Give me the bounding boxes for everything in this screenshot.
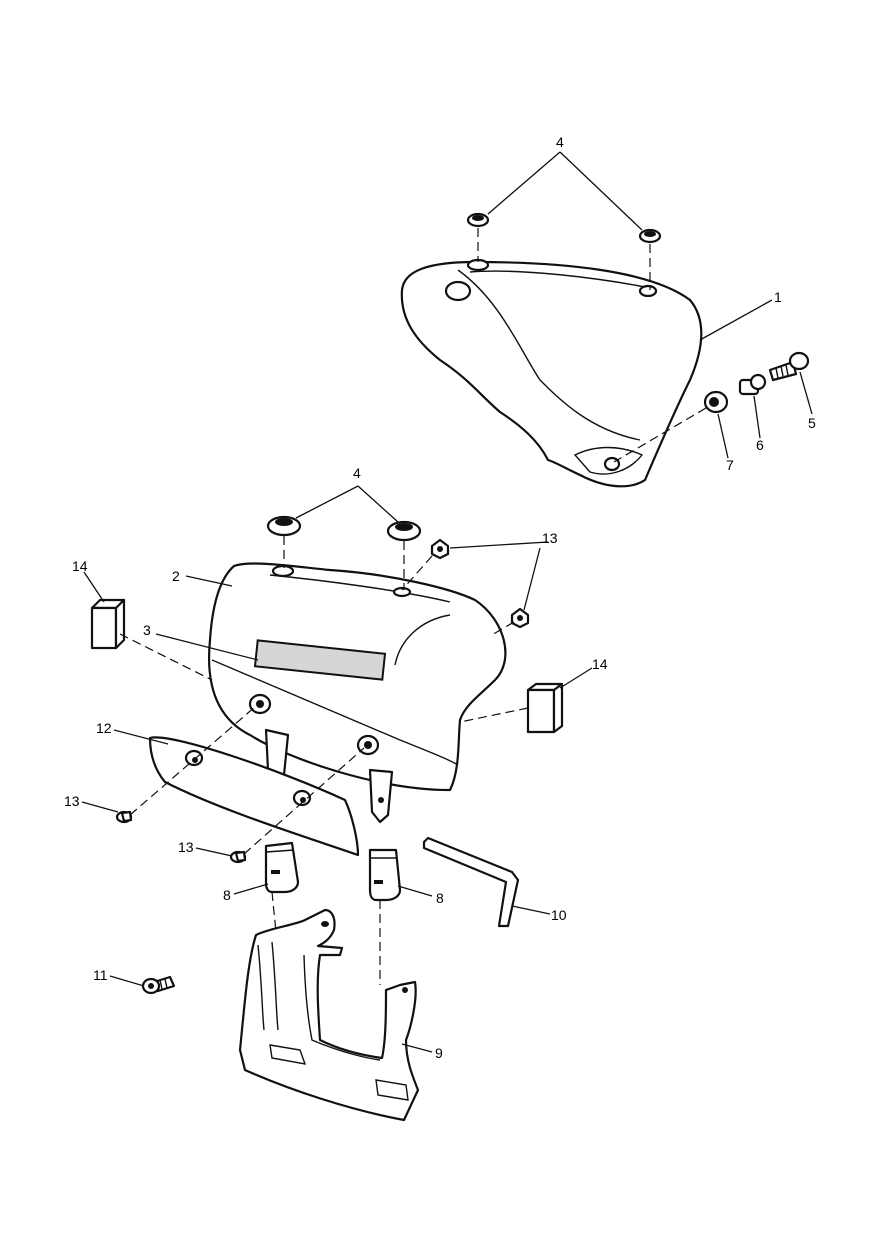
callout-11: 11 xyxy=(93,967,108,983)
assembly-lines xyxy=(119,228,707,985)
side-panel-upper xyxy=(400,258,703,488)
screw-5 xyxy=(768,351,810,382)
bracket-9 xyxy=(238,908,420,1122)
callout-8-right: 8 xyxy=(436,890,444,906)
hex-key-10 xyxy=(422,836,520,928)
callout-numbers: 4 1 5 6 7 4 13 2 14 3 14 12 13 13 8 8 10… xyxy=(64,134,816,1061)
callout-13-top: 13 xyxy=(542,530,558,546)
label-plate-3 xyxy=(253,639,387,681)
grommet-upper-right xyxy=(638,228,662,244)
grommet-lower-right xyxy=(386,520,422,542)
screw-13-left xyxy=(115,810,133,824)
grommet-upper-left xyxy=(466,212,490,228)
callout-4-top: 4 xyxy=(556,134,564,150)
clip-8-left xyxy=(264,841,300,894)
screw-13-mid xyxy=(229,850,247,864)
pad-14-left xyxy=(90,598,126,650)
callout-12: 12 xyxy=(96,720,112,736)
nut-13-right xyxy=(510,607,530,629)
bolt-11 xyxy=(141,975,176,995)
callout-14-left: 14 xyxy=(72,558,88,574)
pad-14-right xyxy=(526,682,564,734)
callout-14-right: 14 xyxy=(592,656,608,672)
callout-9: 9 xyxy=(435,1045,443,1061)
bush-6 xyxy=(738,373,767,396)
callout-13-left: 13 xyxy=(64,793,80,809)
trim-strip-12 xyxy=(148,736,360,857)
callout-4-mid: 4 xyxy=(353,465,361,481)
callout-2: 2 xyxy=(172,568,180,584)
nut-13-top xyxy=(430,538,450,560)
callout-10: 10 xyxy=(551,907,567,923)
side-panel-lower xyxy=(208,562,507,824)
callout-8-left: 8 xyxy=(223,887,231,903)
leader-lines xyxy=(81,151,813,1053)
callout-3: 3 xyxy=(143,622,151,638)
grommet-lower-left xyxy=(266,515,302,537)
clip-8-right xyxy=(368,848,402,902)
callout-1: 1 xyxy=(774,289,782,305)
callout-13-mid: 13 xyxy=(178,839,194,855)
callout-5: 5 xyxy=(808,415,816,431)
spacer-7 xyxy=(703,390,729,414)
callout-7: 7 xyxy=(726,457,734,473)
callout-6: 6 xyxy=(756,437,764,453)
